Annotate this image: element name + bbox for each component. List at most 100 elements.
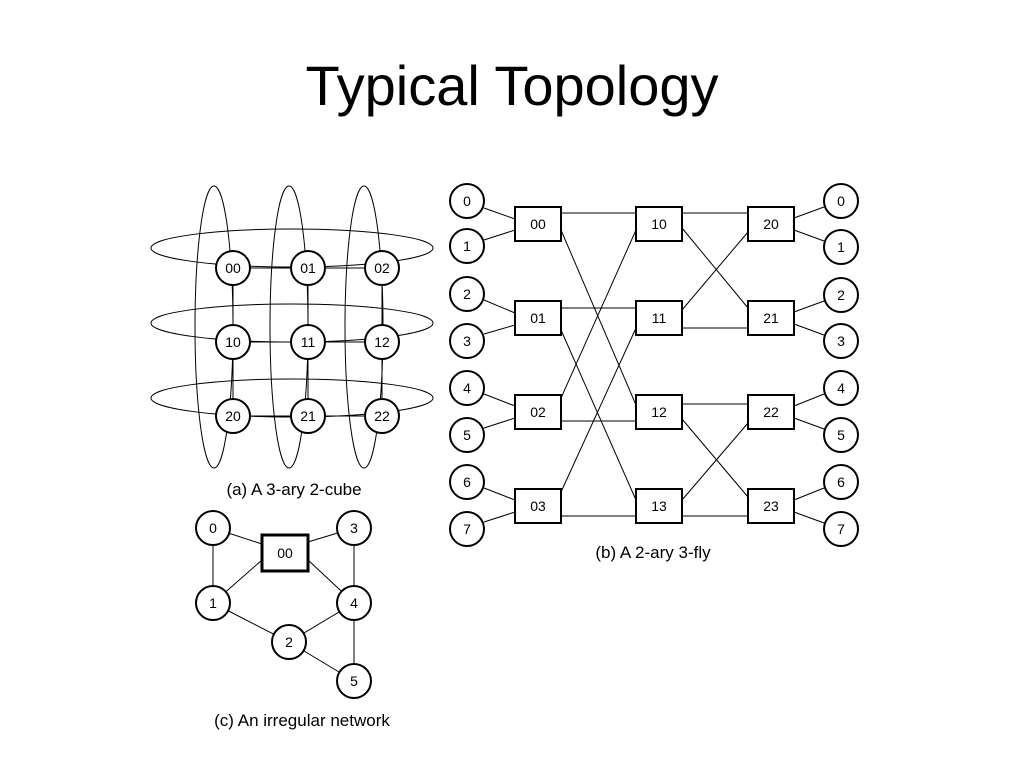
fly-output-terminal: 6 (823, 464, 859, 500)
svg-text:11: 11 (652, 310, 667, 326)
svg-text:4: 4 (463, 380, 471, 396)
fly-input-terminal: 1 (449, 228, 485, 264)
cube-caption: (a) A 3-ary 2-cube (226, 480, 361, 499)
svg-text:00: 00 (530, 216, 546, 232)
svg-text:01: 01 (300, 260, 316, 276)
fly-link (483, 299, 516, 314)
svg-text:22: 22 (374, 408, 390, 424)
svg-text:21: 21 (763, 310, 779, 326)
svg-text:1: 1 (463, 238, 471, 254)
svg-text:20: 20 (763, 216, 779, 232)
slide-title: Typical Topology (305, 54, 719, 117)
svg-text:0: 0 (837, 193, 845, 209)
svg-text:02: 02 (374, 260, 390, 276)
cube-node: 01 (290, 250, 326, 286)
fly-link (793, 323, 825, 336)
fly-caption: (b) A 2-ary 3-fly (595, 543, 711, 562)
fly-link (681, 231, 749, 311)
irregular-node: 4 (336, 585, 372, 621)
fly-link (483, 511, 516, 523)
svg-text:2: 2 (285, 634, 293, 650)
fly-link (681, 227, 749, 309)
svg-text:10: 10 (225, 334, 241, 350)
fly-output-terminal: 2 (823, 277, 859, 313)
cube-node: 11 (290, 324, 326, 360)
svg-text:7: 7 (463, 521, 471, 537)
fly-link (560, 229, 637, 406)
svg-text:7: 7 (837, 521, 845, 537)
irregular-node: 0 (195, 510, 231, 546)
svg-text:3: 3 (463, 333, 471, 349)
fly-switch: 23 (747, 488, 795, 524)
fly-link (560, 329, 637, 501)
svg-text:3: 3 (350, 520, 358, 536)
irregular-node: 3 (336, 510, 372, 546)
fly-link (560, 327, 637, 493)
fly-output-terminal: 4 (823, 370, 859, 406)
irregular-node: 1 (195, 585, 231, 621)
fly-input-terminal: 0 (449, 183, 485, 219)
svg-text:1: 1 (209, 595, 217, 611)
fly-switch: 21 (747, 300, 795, 336)
svg-text:10: 10 (651, 216, 667, 232)
fly-switch: 00 (514, 206, 562, 242)
fly-link (681, 422, 749, 501)
irregular-diagram: 00 0 1 2 3 4 5 (c) An irregular network (195, 510, 390, 730)
cube-node: 21 (290, 398, 326, 434)
cube-node: 00 (215, 250, 251, 286)
fly-output-terminal: 0 (823, 183, 859, 219)
fly-link (483, 417, 516, 429)
svg-text:0: 0 (463, 193, 471, 209)
fly-input-terminal: 2 (449, 276, 485, 312)
fly-input-terminal: 4 (449, 370, 485, 406)
fly-input-terminal: 7 (449, 511, 485, 547)
fly-switch: 11 (635, 300, 683, 336)
fly-link (483, 393, 516, 407)
svg-text:2: 2 (837, 287, 845, 303)
svg-text:3: 3 (837, 333, 845, 349)
svg-text:11: 11 (301, 334, 316, 350)
fly-link (793, 487, 825, 501)
fly-link (793, 511, 825, 524)
fly-switch: 02 (514, 394, 562, 430)
svg-text:13: 13 (651, 498, 667, 514)
cube-node: 12 (364, 324, 400, 360)
svg-text:4: 4 (350, 595, 358, 611)
fly-input-terminal: 3 (449, 323, 485, 359)
fly-link (681, 418, 749, 498)
fly-switch: 13 (635, 488, 683, 524)
irregular-node: 5 (336, 663, 372, 699)
svg-text:22: 22 (763, 404, 779, 420)
svg-text:21: 21 (300, 408, 316, 424)
cube-node: 22 (364, 398, 400, 434)
cube-node: 20 (215, 398, 251, 434)
cube-diagram: 00 01 02 10 11 12 20 21 22 (a) A 3-ary 2… (150, 185, 434, 499)
svg-text:12: 12 (374, 334, 390, 350)
svg-text:0: 0 (209, 520, 217, 536)
cube-node: 10 (215, 324, 251, 360)
fly-switch: 03 (514, 488, 562, 524)
fly-link (483, 229, 516, 241)
fly-switch: 01 (514, 300, 562, 336)
fly-link (793, 300, 825, 313)
fly-input-terminal: 5 (449, 417, 485, 453)
fly-input-terminal: 6 (449, 464, 485, 500)
fly-output-terminal: 1 (823, 229, 859, 265)
fly-output-terminal: 5 (823, 417, 859, 453)
svg-text:01: 01 (530, 310, 546, 326)
svg-text:6: 6 (463, 474, 471, 490)
fly-switch: 22 (747, 394, 795, 430)
svg-text:5: 5 (837, 427, 845, 443)
fly-link (483, 324, 516, 335)
irregular-caption: (c) An irregular network (214, 711, 390, 730)
svg-text:5: 5 (463, 427, 471, 443)
svg-text:6: 6 (837, 474, 845, 490)
fly-link (560, 229, 637, 399)
cube-node: 02 (364, 250, 400, 286)
fly-output-terminal: 7 (823, 511, 859, 547)
fly-link (793, 229, 825, 242)
svg-text:23: 23 (763, 498, 779, 514)
fly-link (793, 393, 825, 407)
svg-text:00: 00 (225, 260, 241, 276)
